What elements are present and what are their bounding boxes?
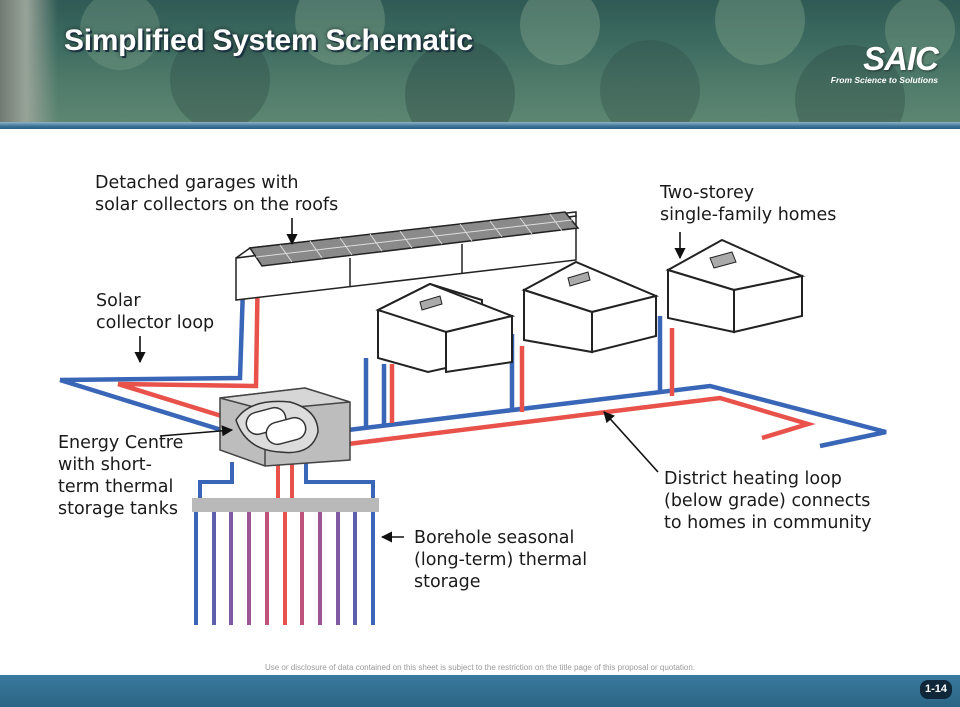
label-energy-centre: Energy Centre with short- term thermal s… <box>58 433 184 519</box>
header-banner: Simplified System Schematic SAIC From Sc… <box>0 0 960 125</box>
energy-centre <box>219 387 351 467</box>
logo-mark: SAIC <box>863 40 939 77</box>
system-schematic <box>59 211 887 625</box>
house-3 <box>665 238 806 334</box>
house-2 <box>521 260 660 354</box>
garages-with-solar <box>235 211 580 301</box>
label-garages: Detached garages with solar collectors o… <box>95 173 339 215</box>
borehole-field <box>192 462 379 625</box>
logo-tagline: From Science to Solutions <box>830 75 938 85</box>
label-solar-loop: Solar collector loop <box>96 291 215 333</box>
footer-bar: 1-14 <box>0 675 960 707</box>
page-title: Simplified System Schematic <box>64 24 473 57</box>
foliage-background <box>80 0 955 125</box>
label-district-loop: District heating loop (below grade) conn… <box>664 469 872 533</box>
arrow-district-loop <box>603 411 659 473</box>
house-1 <box>375 282 516 374</box>
storage-tank-2 <box>265 416 307 446</box>
label-homes: Two-storey single-family homes <box>660 183 837 225</box>
people-photo-strip <box>0 0 58 122</box>
saic-logo: SAIC From Science to Solutions <box>830 40 939 85</box>
disclaimer-text: Use or disclosure of data contained on t… <box>264 663 696 672</box>
page-number-badge: 1-14 <box>919 680 952 699</box>
label-borehole: Borehole seasonal (long-term) thermal st… <box>414 528 588 592</box>
header-stripe <box>0 122 960 129</box>
borehole-header-pipe <box>192 498 379 512</box>
callout-arrows <box>134 218 686 543</box>
arrow-energy-centre <box>159 425 234 437</box>
